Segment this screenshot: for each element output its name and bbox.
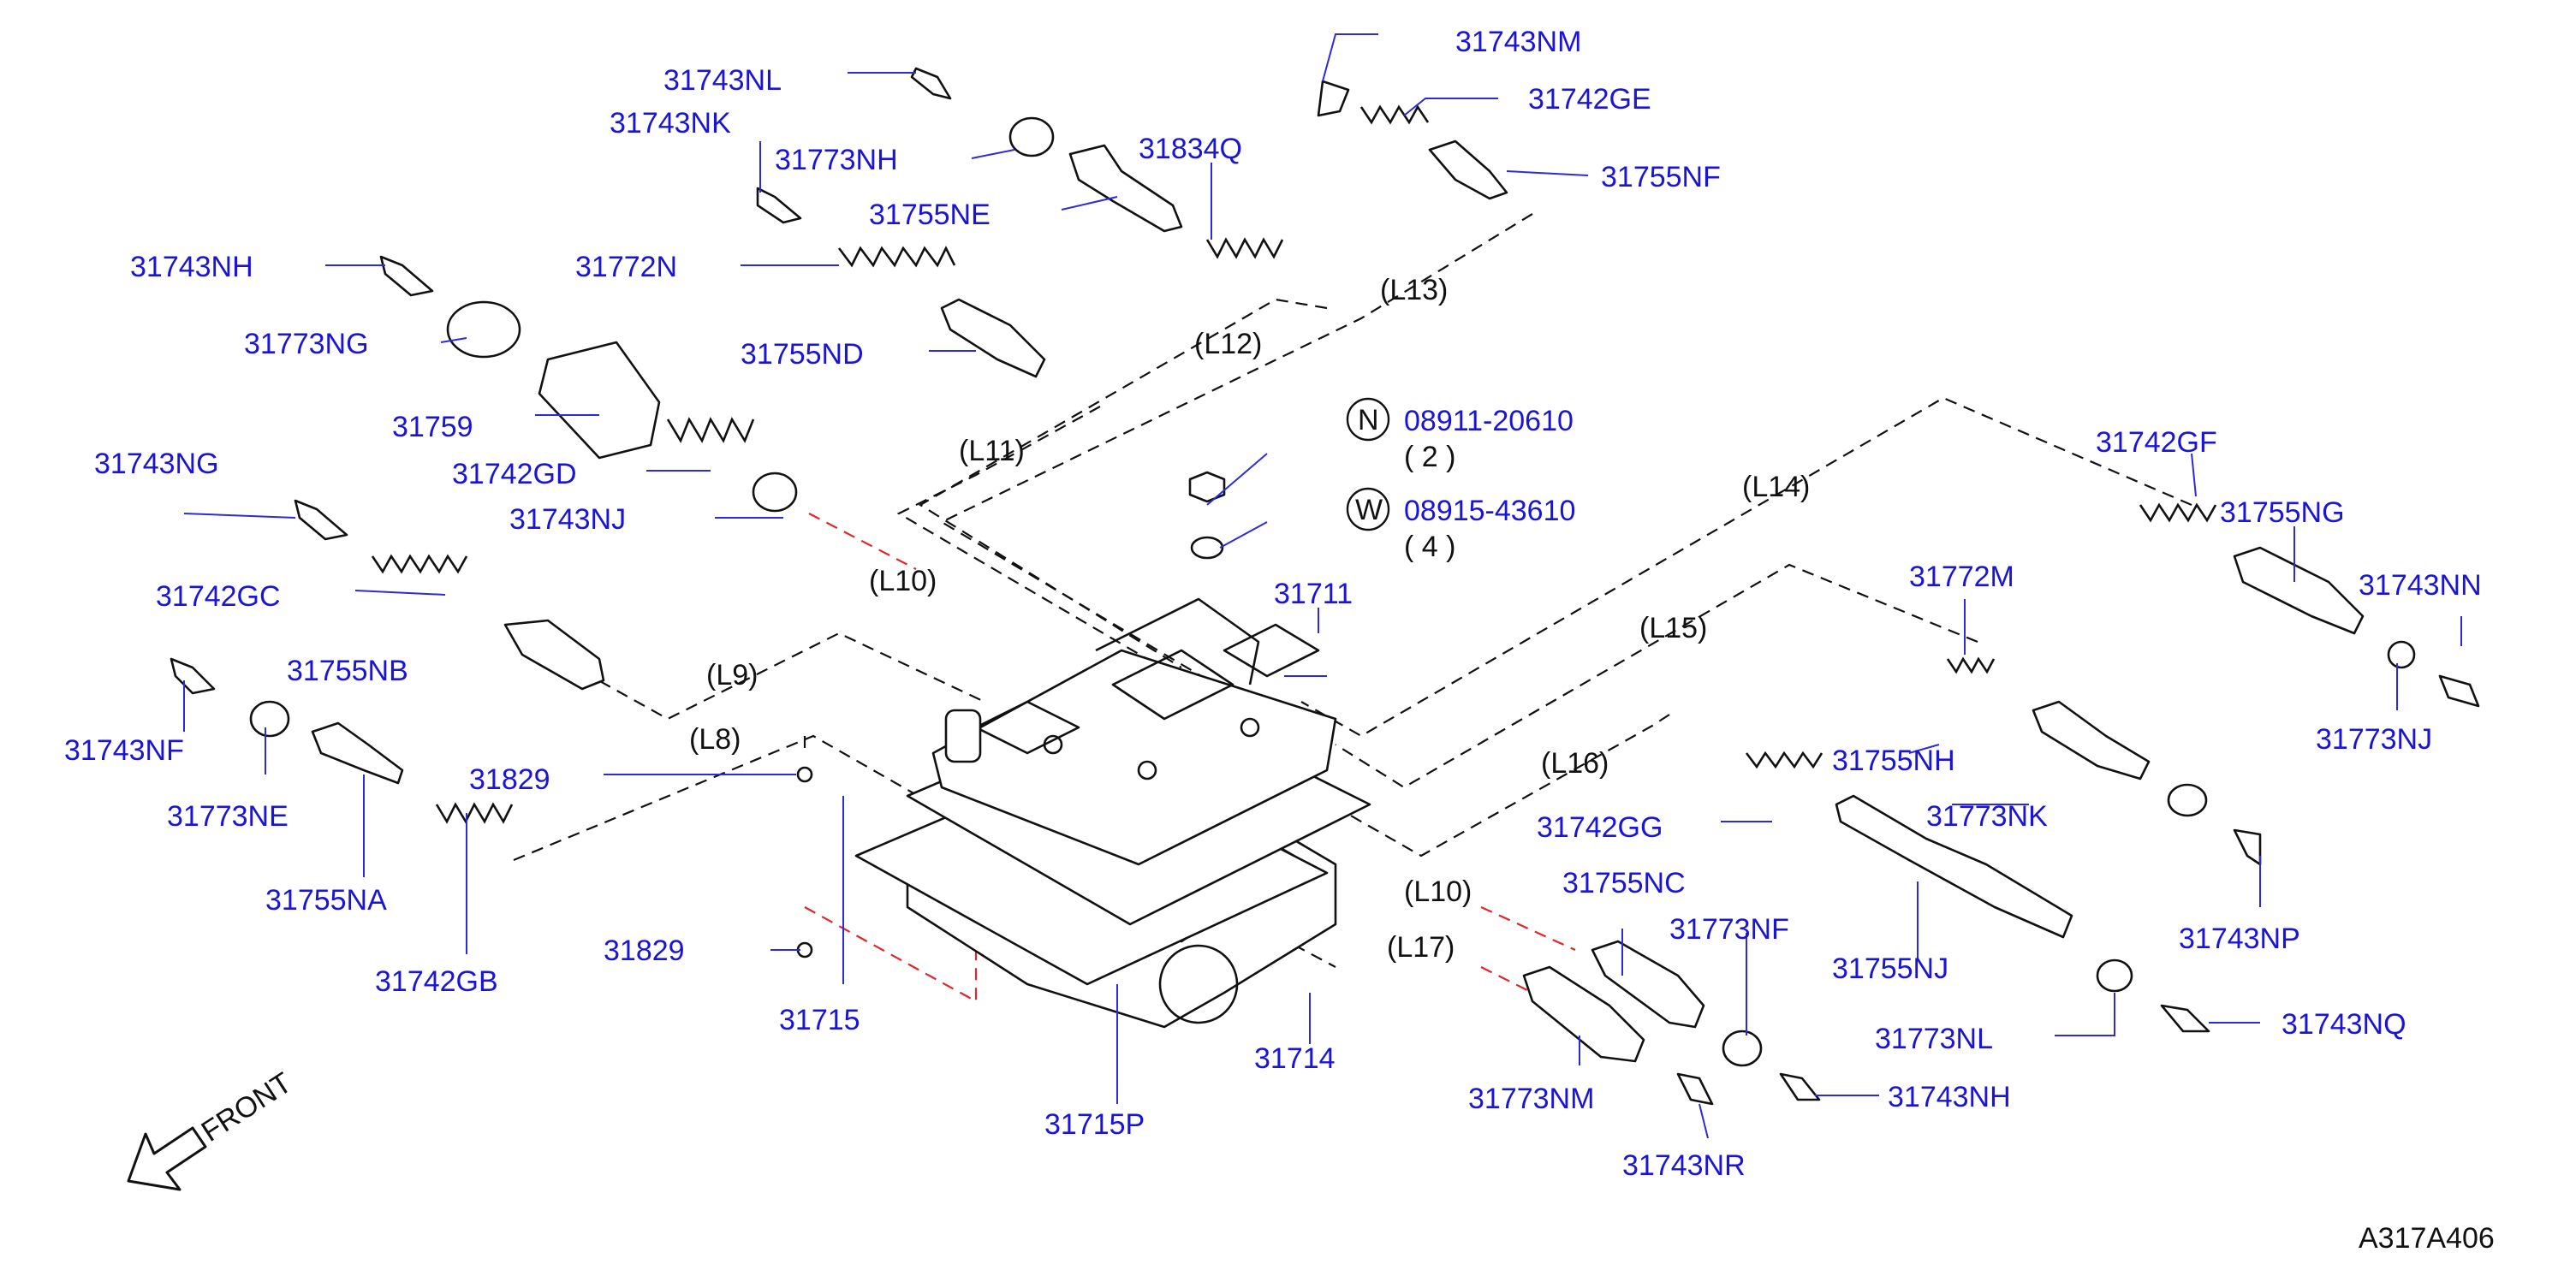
label-31743NP[interactable]: 31743NP <box>2179 923 2300 955</box>
label-31743NH-bottom[interactable]: 31743NH <box>1888 1081 2011 1113</box>
label-31834Q[interactable]: 31834Q <box>1139 133 1242 165</box>
label-31772M[interactable]: 31772M <box>1909 561 2014 593</box>
label-31755NJ[interactable]: 31755NJ <box>1832 952 1948 985</box>
label-31773NF[interactable]: 31773NF <box>1669 913 1789 946</box>
label-31755NE[interactable]: 31755NE <box>869 199 991 231</box>
fastener-qty-n: ( 2 ) <box>1404 441 1455 473</box>
label-31829-lower[interactable]: 31829 <box>604 935 685 967</box>
label-31773NM[interactable]: 31773NM <box>1468 1083 1594 1115</box>
line-ref-l10-lower: (L10) <box>1404 875 1472 908</box>
fastener-callout-w[interactable]: W 08915-43610 ( 4 ) <box>1346 487 1575 563</box>
label-31742GC[interactable]: 31742GC <box>156 580 281 613</box>
fastener-callout-n[interactable]: N 08911-20610 ( 2 ) <box>1346 397 1574 473</box>
label-31743NL[interactable]: 31743NL <box>663 64 782 97</box>
diagram-code: A317A406 <box>2359 1222 2495 1255</box>
small-parts <box>170 67 2480 1106</box>
line-ref-l13: (L13) <box>1380 274 1448 306</box>
red-oil-lines <box>804 513 1576 1003</box>
line-ref-l16: (L16) <box>1541 747 1609 780</box>
label-31773NL[interactable]: 31773NL <box>1875 1023 1993 1055</box>
fastener-symbol-w: W <box>1355 494 1383 526</box>
label-31755NA[interactable]: 31755NA <box>265 884 387 917</box>
label-31743NR[interactable]: 31743NR <box>1622 1149 1746 1182</box>
label-31773NJ[interactable]: 31773NJ <box>2316 723 2432 756</box>
line-ref-l14: (L14) <box>1742 471 1810 503</box>
line-ref-l17: (L17) <box>1387 931 1455 964</box>
label-31743NH-top[interactable]: 31743NH <box>130 251 253 283</box>
label-31829-upper[interactable]: 31829 <box>469 763 550 796</box>
label-31714[interactable]: 31714 <box>1254 1042 1336 1075</box>
line-ref-l8: (L8) <box>689 723 741 756</box>
label-31759[interactable]: 31759 <box>392 411 473 443</box>
line-ref-l9: (L9) <box>706 659 758 691</box>
label-31743NQ[interactable]: 31743NQ <box>2282 1008 2406 1041</box>
label-31742GE[interactable]: 31742GE <box>1528 83 1651 116</box>
line-ref-l10-upper: (L10) <box>869 565 937 597</box>
label-31773NE[interactable]: 31773NE <box>167 800 289 833</box>
label-31742GB[interactable]: 31742GB <box>375 965 498 998</box>
label-31755NC[interactable]: 31755NC <box>1562 867 1686 899</box>
label-31711[interactable]: 31711 <box>1274 578 1353 610</box>
fastener-part-08911-20610: 08911-20610 <box>1404 405 1574 437</box>
leader-lines <box>183 33 2462 1139</box>
part-labels: 31743NM 31743NL 31742GE 31743NK 31773NH … <box>64 26 2482 1182</box>
label-31772N[interactable]: 31772N <box>575 251 677 283</box>
line-ref-l12: (L12) <box>1194 328 1262 360</box>
label-31773NK[interactable]: 31773NK <box>1926 800 2048 833</box>
front-label: FRONT <box>196 1066 298 1148</box>
front-indicator: FRONT <box>127 1066 298 1191</box>
label-31755NH[interactable]: 31755NH <box>1832 745 1955 777</box>
fastener-symbol-circle <box>1346 487 1390 531</box>
label-31743NK[interactable]: 31743NK <box>610 107 731 139</box>
label-31773NG[interactable]: 31773NG <box>244 328 369 360</box>
label-31715[interactable]: 31715 <box>779 1004 860 1036</box>
front-arrow-icon <box>127 1126 207 1191</box>
label-31715P[interactable]: 31715P <box>1044 1108 1145 1141</box>
label-31743NG[interactable]: 31743NG <box>94 448 219 480</box>
label-31742GG[interactable]: 31742GG <box>1537 811 1663 844</box>
fastener-qty-w: ( 4 ) <box>1404 531 1455 563</box>
label-31773NH[interactable]: 31773NH <box>775 144 898 176</box>
label-31742GD[interactable]: 31742GD <box>452 458 577 490</box>
line-ref-l15: (L15) <box>1639 612 1707 644</box>
label-31755NB[interactable]: 31755NB <box>287 655 408 687</box>
fastener-symbol-n: N <box>1358 404 1379 436</box>
valve-body-assembly[interactable] <box>854 597 1371 1029</box>
label-31743NM[interactable]: 31743NM <box>1455 26 1581 58</box>
line-ref-l11: (L11) <box>959 435 1025 467</box>
label-31755NG[interactable]: 31755NG <box>2220 496 2345 529</box>
label-31743NF[interactable]: 31743NF <box>64 734 184 767</box>
label-31743NJ[interactable]: 31743NJ <box>509 503 626 536</box>
label-31742GF[interactable]: 31742GF <box>2096 426 2217 459</box>
label-31755ND[interactable]: 31755ND <box>741 338 864 371</box>
fastener-symbol-circle <box>1346 397 1390 442</box>
label-31743NN[interactable]: 31743NN <box>2359 569 2482 602</box>
fastener-part-08915-43610: 08915-43610 <box>1404 495 1575 527</box>
label-31755NF[interactable]: 31755NF <box>1601 161 1721 193</box>
line-ref-labels: (L8) (L9) (L10) (L10) (L11) (L12) (L13) … <box>689 274 1810 964</box>
